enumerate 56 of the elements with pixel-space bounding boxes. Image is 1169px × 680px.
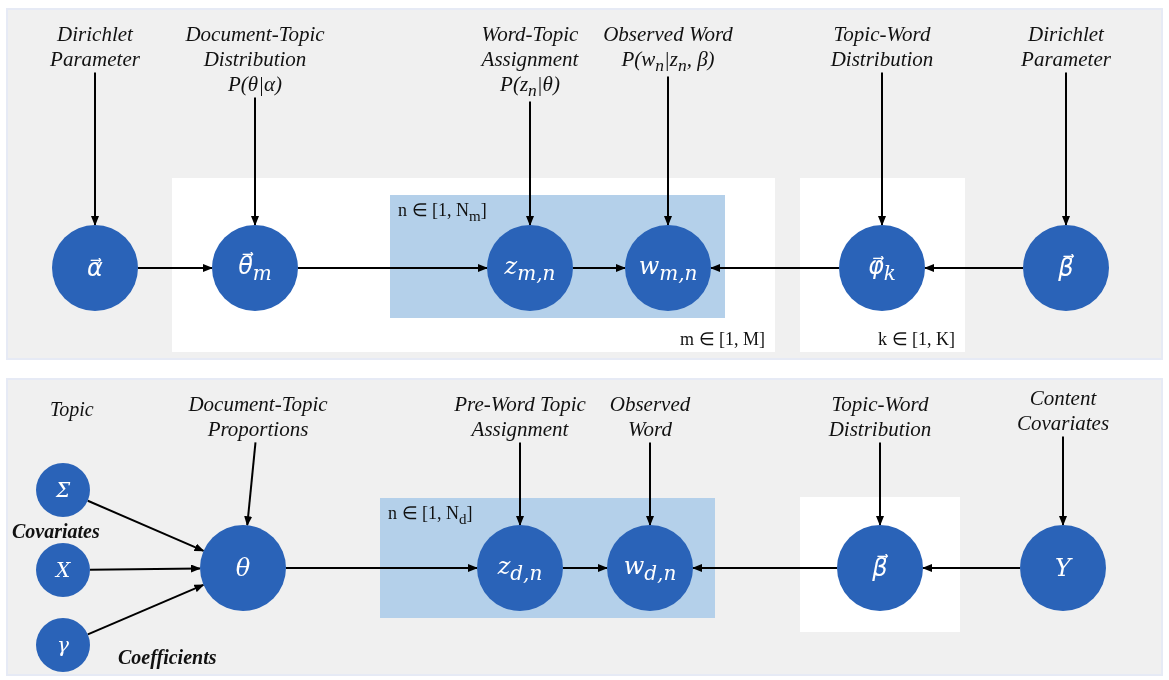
arrow [516,441,524,526]
arrow [89,564,201,573]
arrow [692,564,838,572]
arrow [244,441,257,527]
variable-circle: β⃗ [837,525,923,611]
annotation-text: Document-Topic Distribution [184,22,326,73]
formula-text: P(w$_{n}$|z$_{n}$, β) [620,47,716,77]
plate-label: m ∈ [1, M] [680,328,765,350]
plate-label: n ∈ [1, N$_{m}$] [398,199,487,225]
arrow [646,441,654,526]
arrow [562,564,608,572]
variable-circle: z$_{d,n}$ [477,525,563,611]
variable-circle: z$_{m,n}$ [487,225,573,311]
annotation-text: Observed Word [603,22,733,48]
arrow [137,264,213,272]
plate-rectangle [800,497,960,632]
arrow [86,583,205,636]
annotation-text: Dirichlet Parameter [1001,22,1131,73]
plate-label: n ∈ [1, N$_{d}$] [388,502,473,528]
annotation-text: Topic-Word Distribution [805,392,955,443]
variable-circle: θ⃗$_{m}$ [212,225,298,311]
annotation-text: Covariates [12,520,100,543]
arrow [1059,435,1067,526]
arrow [1062,71,1070,226]
variable-circle: w$_{m,n}$ [625,225,711,311]
plate-label: k ∈ [1, K] [878,328,955,350]
arrow [664,75,672,226]
formula-text: P(θ|α) [227,72,283,98]
annotation-text: Pre-Word Topic Assignment [440,392,600,443]
arrow [922,564,1021,572]
annotation-text: Topic [50,398,94,421]
arrow [710,264,840,272]
arrow [251,96,259,226]
variable-circle: w$_{d,n}$ [607,525,693,611]
arrow [526,100,534,226]
arrow [924,264,1024,272]
variable-circle: φ⃗$_{k}$ [839,225,925,311]
annotation-text: Document-Topic Proportions [158,392,358,443]
annotation-text: Observed Word [600,392,700,443]
arrow [876,441,884,526]
annotation-text: Word-Topic Assignment [479,22,580,73]
plate-rectangle [390,195,725,318]
annotation-text: Coefficients [118,646,217,669]
arrow [285,564,478,572]
annotation-text: Dirichlet Parameter [25,22,165,73]
plate-rectangle [380,498,715,618]
arrow [878,71,886,226]
arrow [572,264,626,272]
arrow [91,71,99,226]
annotation-text: Content Covariates [998,386,1128,437]
formula-text: P(z$_{n}$|θ) [499,72,561,102]
plate-rectangle [172,178,775,352]
arrow [86,499,205,552]
annotation-text: Topic-Word Distribution [807,22,957,73]
arrow [297,264,488,272]
plate-rectangle [800,178,965,352]
